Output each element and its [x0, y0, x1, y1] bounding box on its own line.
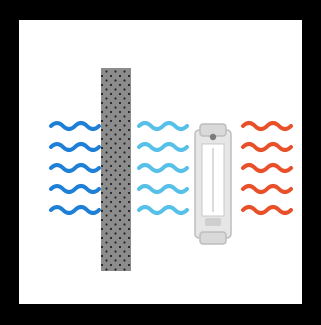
illustration-panel — [19, 20, 302, 304]
warm-waves-right — [243, 123, 291, 213]
cold-waves-left — [51, 123, 99, 213]
wall-insulation-radiator-icon — [19, 20, 302, 304]
insulated-wall — [101, 68, 131, 271]
radiator — [195, 124, 231, 244]
cool-waves-middle — [139, 123, 187, 213]
